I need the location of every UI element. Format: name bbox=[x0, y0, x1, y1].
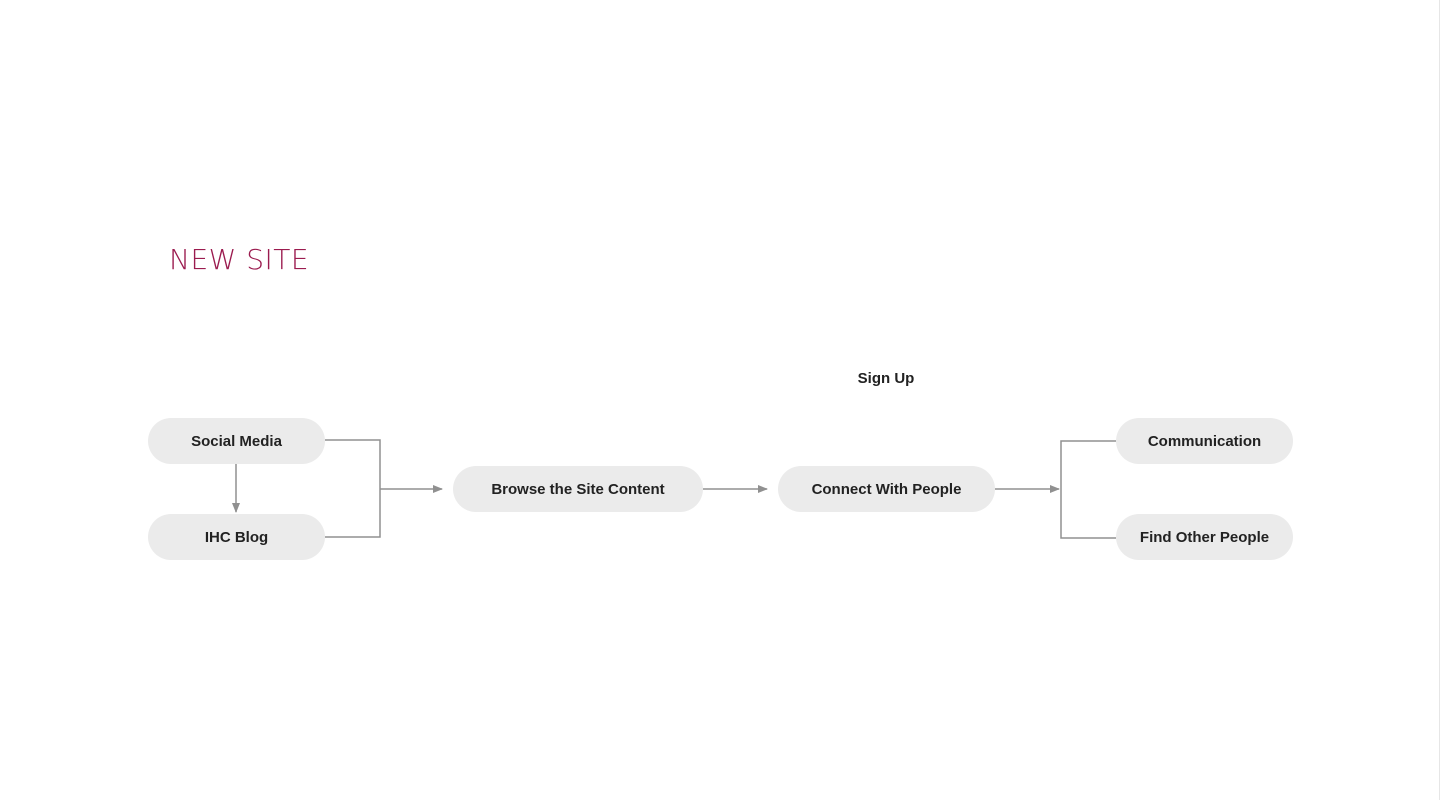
page-title: NEW SITE bbox=[169, 243, 310, 276]
node-label: IHC Blog bbox=[204, 528, 269, 546]
edge-bracket-to-communication bbox=[1060, 440, 1116, 489]
node-browse-site-content[interactable]: Browse the Site Content bbox=[453, 466, 703, 512]
edge-social-to-bracket bbox=[325, 439, 381, 489]
node-social-media[interactable]: Social Media bbox=[148, 418, 325, 464]
sign-up-label: Sign Up bbox=[857, 370, 915, 387]
node-label: Connect With People bbox=[811, 480, 962, 498]
node-label: Find Other People bbox=[1139, 528, 1270, 546]
page-edge-divider bbox=[1439, 0, 1440, 800]
node-label: Social Media bbox=[191, 432, 282, 450]
node-communication[interactable]: Communication bbox=[1116, 418, 1293, 464]
node-connect-with-people[interactable]: Connect With People bbox=[778, 466, 995, 512]
node-label: Communication bbox=[1147, 432, 1262, 450]
node-find-other-people[interactable]: Find Other People bbox=[1116, 514, 1293, 560]
node-label: Browse the Site Content bbox=[491, 480, 665, 498]
node-ihc-blog[interactable]: IHC Blog bbox=[148, 514, 325, 560]
edge-blog-to-bracket bbox=[325, 489, 381, 538]
edge-bracket-to-find-people bbox=[1060, 489, 1116, 539]
